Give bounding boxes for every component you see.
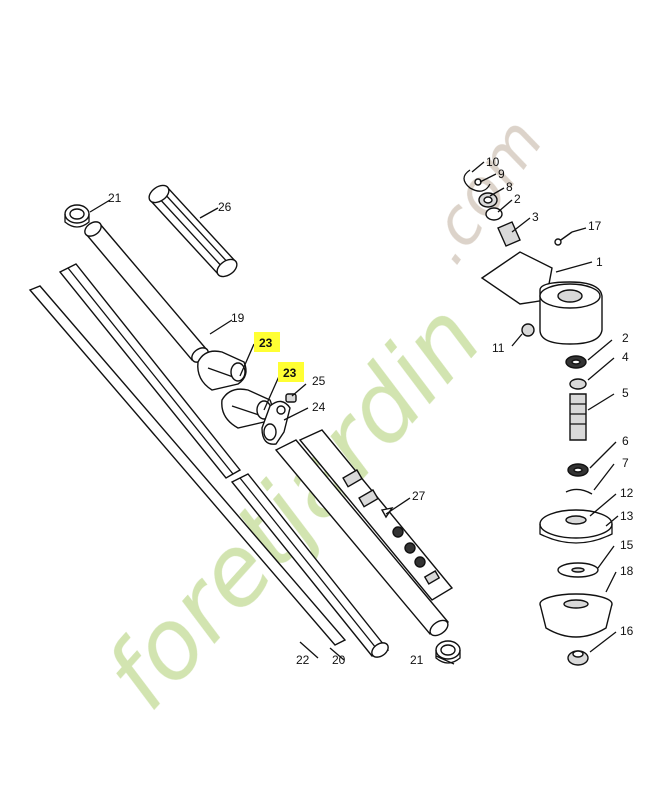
label-12: 12 (620, 486, 634, 500)
watermark-sub-text: .com (407, 106, 558, 277)
part-11-screw (521, 323, 535, 337)
part-24-bracket (261, 400, 291, 445)
label-18: 18 (620, 564, 634, 578)
label-23-lower: 23 (283, 366, 297, 380)
part-15-washer (557, 562, 599, 578)
part-22-drive-shaft (28, 285, 347, 646)
label-21-top: 21 (108, 191, 122, 205)
part-18-guard-cup (539, 593, 613, 638)
part-25-screw (285, 393, 297, 403)
part-27-tube-with-decal (274, 429, 454, 637)
label-16: 16 (620, 624, 634, 638)
label-26: 26 (218, 200, 232, 214)
label-9: 9 (498, 167, 505, 181)
part-8-bearing (478, 192, 498, 208)
label-22: 22 (296, 653, 310, 667)
part-26-splined-sleeve (148, 184, 238, 278)
part-2-top-bearing (485, 207, 503, 221)
label-27: 27 (412, 489, 426, 503)
label-7: 7 (622, 456, 629, 470)
part-21-bottom-nut (435, 640, 461, 664)
label-11: 11 (492, 341, 505, 355)
label-19: 19 (231, 311, 245, 325)
label-5: 5 (622, 386, 629, 400)
part-2-bearing (565, 355, 587, 369)
label-4: 4 (622, 350, 629, 364)
label-13: 13 (620, 509, 634, 523)
part-16-nut (567, 650, 589, 666)
label-25: 25 (312, 374, 326, 388)
part-5-gear-shaft (569, 393, 587, 441)
part-17-screw (554, 231, 573, 246)
label-24: 24 (312, 400, 326, 414)
label-23-upper: 23 (259, 336, 273, 350)
part-6-bearing (567, 463, 589, 477)
leader-lines (89, 161, 619, 665)
part-12-13-flange (539, 509, 613, 544)
highlight-23-upper (254, 332, 280, 352)
label-2-top: 2 (514, 192, 521, 206)
part-23-clamp-upper (197, 350, 247, 391)
highlight-23-lower (278, 362, 304, 382)
part-labels: 21 26 19 23 23 25 24 27 22 20 21 10 9 8 … (108, 155, 634, 667)
label-10: 10 (486, 155, 500, 169)
part-1-gear-housing (480, 251, 603, 345)
label-2: 2 (622, 331, 629, 345)
part-20-shaft-tube (58, 263, 390, 658)
label-8: 8 (506, 180, 513, 194)
part-3-pinion (497, 221, 521, 247)
watermark-main-text: foretjardin (84, 282, 503, 730)
part-7-circlip (565, 488, 593, 495)
label-3: 3 (532, 210, 539, 224)
label-15: 15 (620, 538, 634, 552)
part-4-bushing (569, 378, 587, 390)
label-6: 6 (622, 434, 629, 448)
label-17: 17 (588, 219, 602, 233)
part-10-circlip (463, 169, 491, 192)
part-21-top-nut (64, 204, 90, 228)
label-1: 1 (596, 255, 603, 269)
label-20: 20 (332, 653, 346, 667)
label-21-bottom: 21 (410, 653, 424, 667)
